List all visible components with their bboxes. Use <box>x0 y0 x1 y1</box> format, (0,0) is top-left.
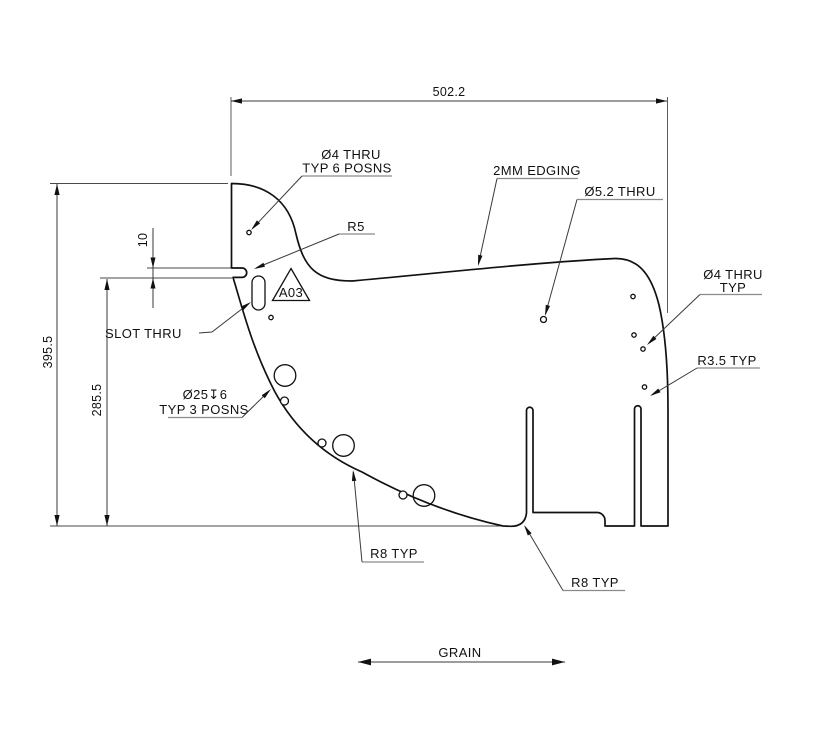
grain-direction: GRAIN <box>358 645 565 666</box>
part-outline <box>230 182 669 528</box>
dimension-overall-width: 502.2 <box>231 85 667 104</box>
callout-text: SLOT THRU <box>105 326 182 341</box>
callout-holes-typ: Ø4 THRU TYP <box>647 267 763 345</box>
hole-4mm <box>246 229 252 236</box>
callout-holes-typ6: Ø4 THRU TYP 6 POSNS <box>251 147 392 230</box>
dim-overall-height: 395.5 <box>41 336 55 369</box>
callout-text: Ø4 THRU <box>703 267 763 282</box>
callout-text: R3.5 TYP <box>697 353 756 368</box>
edge-relief-notch <box>279 396 290 406</box>
callout-hole-5-2: Ø5.2 THRU <box>545 184 663 316</box>
part-features <box>246 229 648 507</box>
callout-text: Ø5.2 THRU <box>584 184 655 199</box>
hole-4mm <box>631 332 637 338</box>
callout-text: Ø4 THRU <box>321 147 381 162</box>
dimension-notch: 10 <box>136 228 156 308</box>
hole-4mm <box>641 384 648 390</box>
pocket-25 <box>332 434 355 457</box>
grain-label: GRAIN <box>438 645 481 660</box>
dim-arc-height: 285.5 <box>90 384 104 417</box>
callout-r8-left: R8 TYP <box>351 470 424 563</box>
callout-text: R8 TYP <box>370 546 418 561</box>
hole-5-2mm <box>539 315 548 324</box>
dimension-arc-height: 285.5 <box>90 279 110 526</box>
hole-4mm <box>268 314 274 321</box>
callout-r5: R5 <box>254 219 375 269</box>
callout-pocket-25: Ø25↧6 TYP 3 POSNS <box>159 387 271 419</box>
edge-relief-notch <box>398 490 408 500</box>
callout-slot-thru: SLOT THRU <box>105 302 251 341</box>
callout-text: R8 TYP <box>571 575 619 590</box>
callout-text: 2MM EDGING <box>493 163 581 178</box>
hole-4mm <box>630 293 636 300</box>
pocket-25 <box>273 364 297 387</box>
dimension-overall-height: 395.5 <box>41 184 60 526</box>
datum-triangle: A03 <box>271 267 311 302</box>
hole-4mm <box>640 346 646 352</box>
callout-text: TYP 3 POSNS <box>159 402 248 417</box>
datum-tag-label: A03 <box>279 285 303 300</box>
callout-text: R5 <box>347 219 364 234</box>
callout-text: TYP 6 POSNS <box>302 161 391 176</box>
slot-thru-feature <box>251 275 266 311</box>
callout-edging: 2MM EDGING <box>478 163 581 266</box>
extension-lines <box>50 97 668 527</box>
callout-text: Ø25↧6 <box>183 387 228 402</box>
callout-text: TYP <box>720 280 746 295</box>
callout-r8-right: R8 TYP <box>524 525 625 592</box>
pocket-25 <box>412 484 436 507</box>
callout-r3-5: R3.5 TYP <box>650 353 760 396</box>
edge-relief-notch <box>317 438 327 448</box>
dim-overall-width: 502.2 <box>433 85 466 99</box>
dim-notch: 10 <box>136 233 150 248</box>
